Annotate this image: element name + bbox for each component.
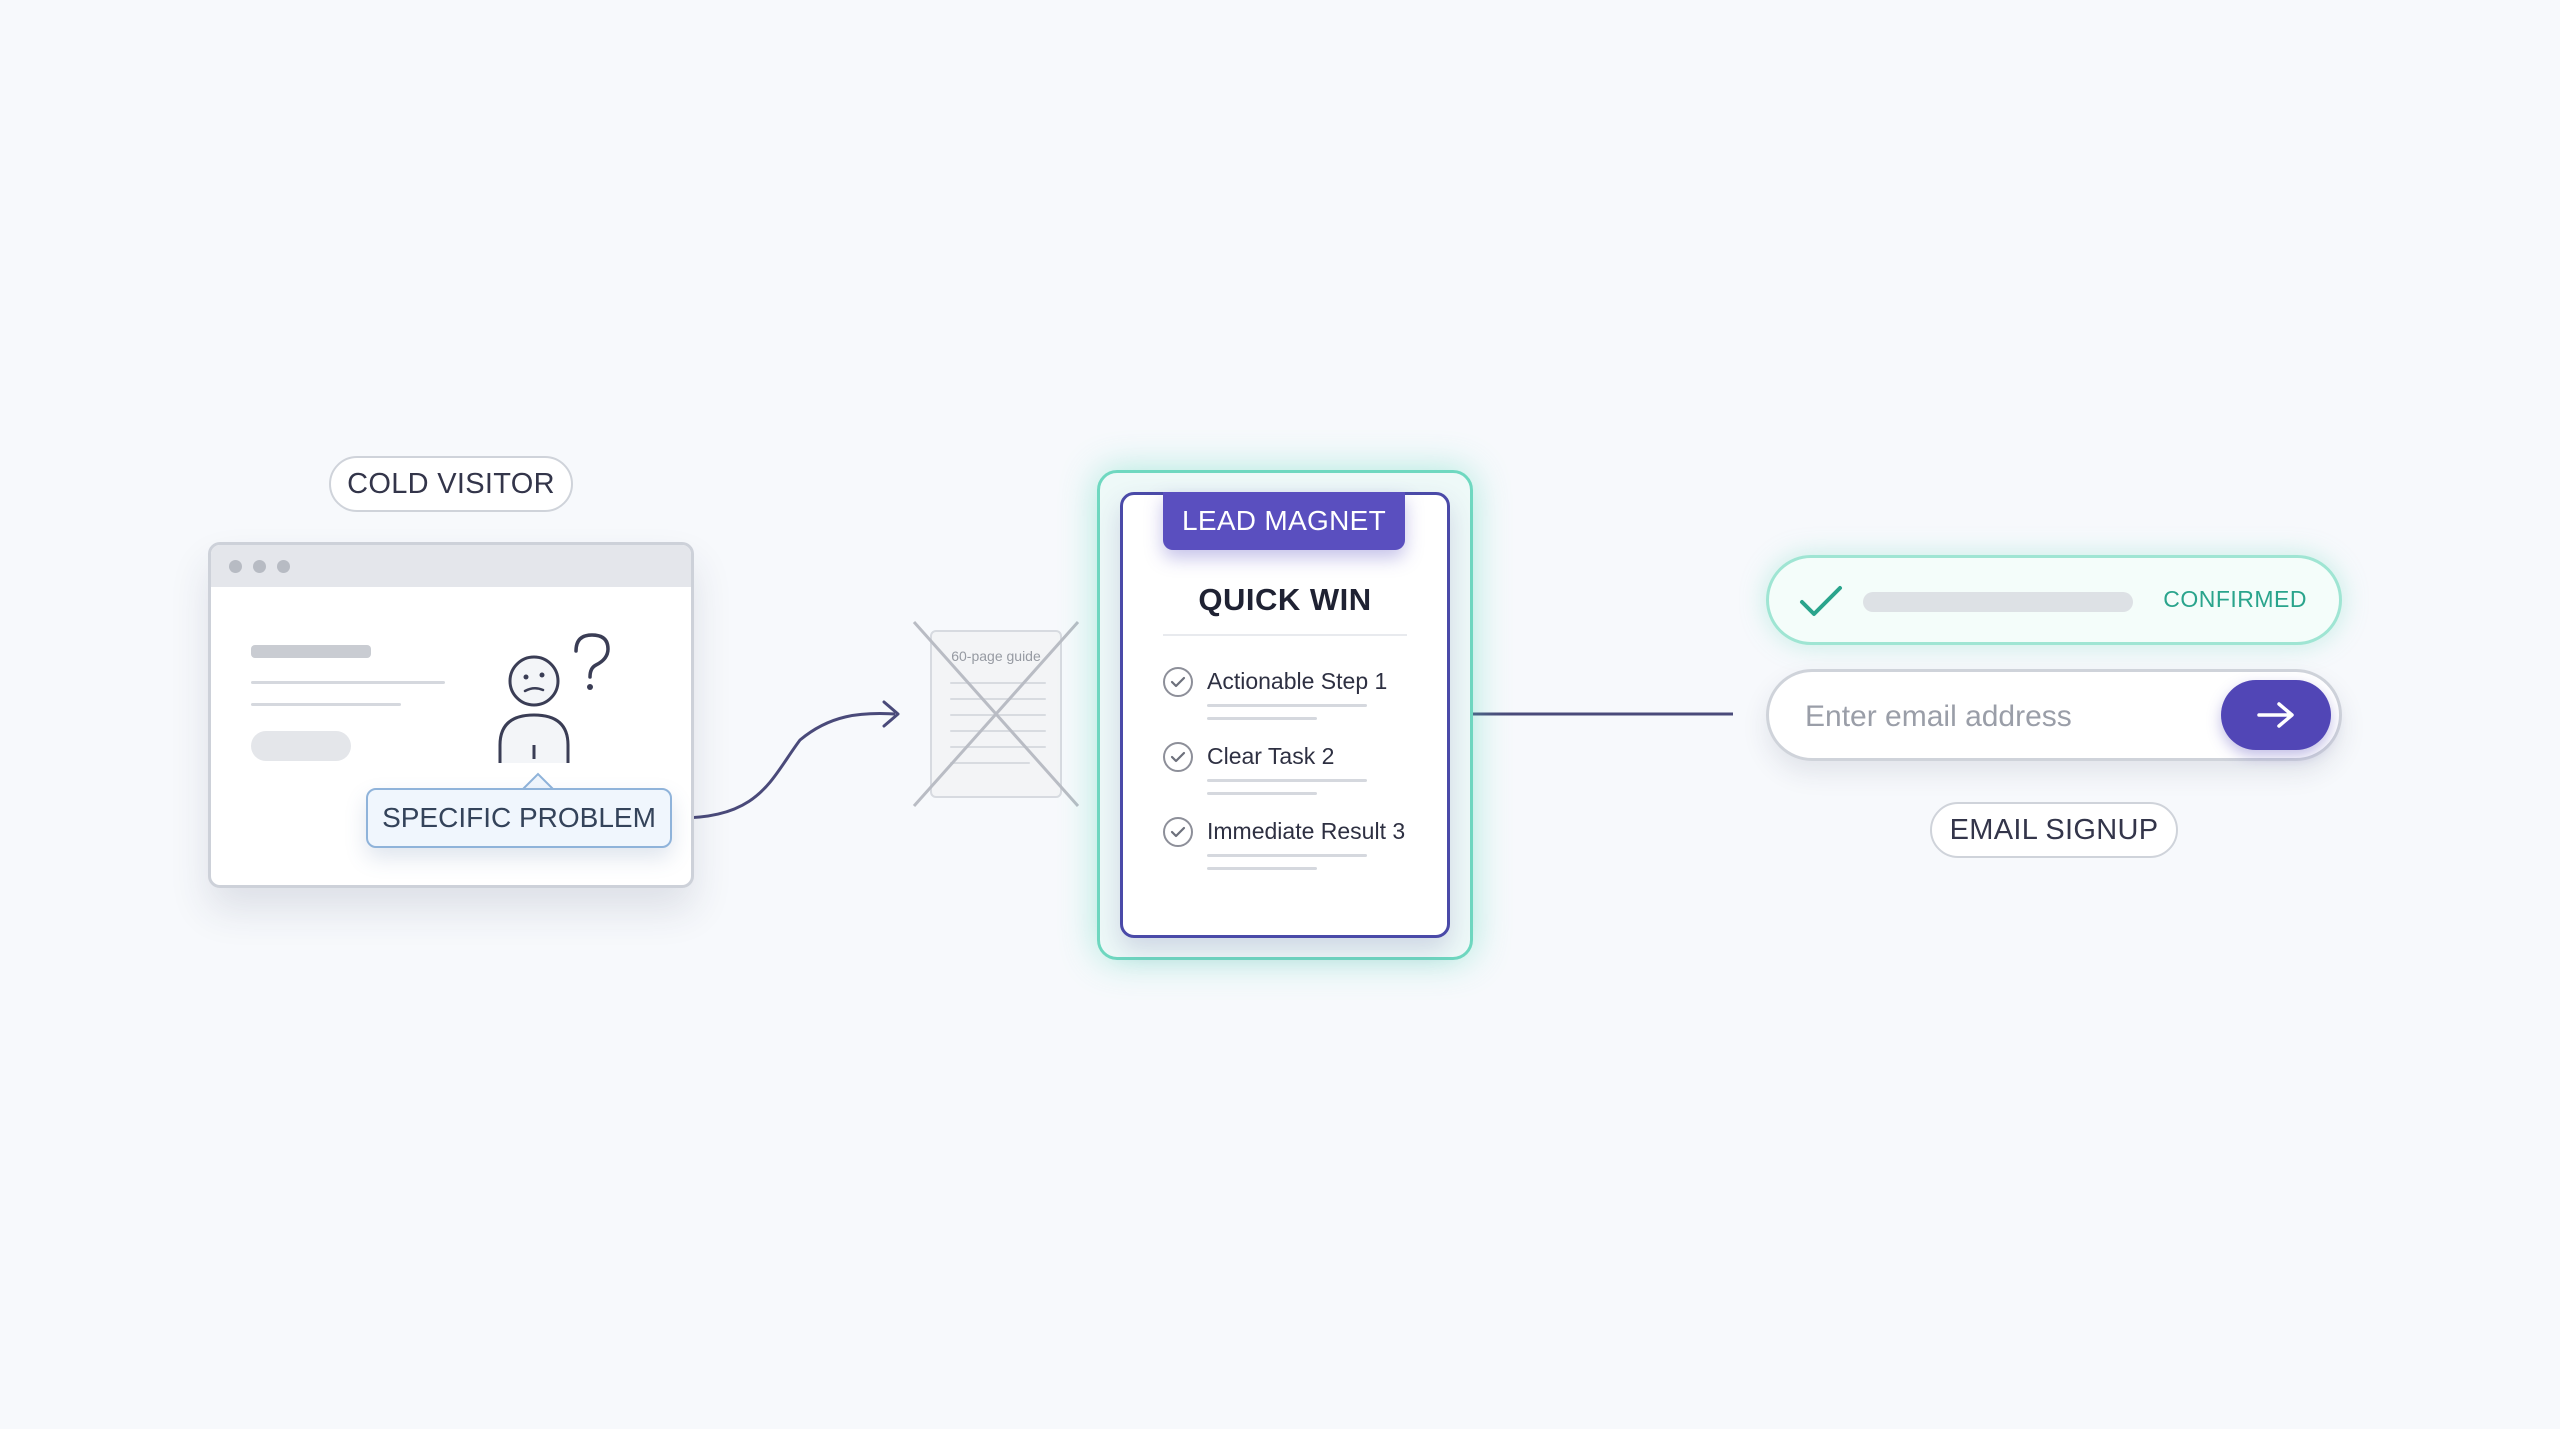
lead-magnet-divider (1163, 634, 1407, 636)
confused-person-icon (498, 633, 610, 763)
confirmed-text: CONFIRMED (2163, 586, 2307, 612)
email-input[interactable] (1803, 696, 2207, 738)
guide-text-line (950, 762, 1030, 764)
check-circle-icon (1163, 817, 1193, 847)
window-dot (277, 560, 290, 573)
window-dot (253, 560, 266, 573)
arrow-right-icon (2257, 702, 2294, 728)
submit-button[interactable] (2221, 680, 2331, 750)
step-underline (1207, 792, 1317, 795)
placeholder-text-line (251, 681, 445, 684)
specific-problem-tag: SPECIFIC PROBLEM (366, 788, 672, 848)
guide-text-line (950, 682, 1046, 684)
check-circle-icon (1163, 742, 1193, 772)
connector-problem-to-guide (671, 712, 896, 820)
confirmed-status: CONFIRMED (1766, 555, 2342, 645)
step-underline (1207, 854, 1367, 857)
step-underline (1207, 867, 1317, 870)
guide-text-line (950, 746, 1046, 748)
confirmed-progress-bar (1863, 592, 2133, 612)
connector-arrowhead (882, 700, 900, 728)
check-circle-icon (1163, 667, 1193, 697)
cold-visitor-label: COLD VISITOR (329, 456, 573, 512)
guide-label: 60-page guide (951, 648, 1041, 664)
step-underline (1207, 779, 1367, 782)
browser-title-bar (211, 545, 691, 587)
problem-tag-pointer (522, 772, 554, 790)
step-label: Actionable Step 1 (1207, 668, 1388, 694)
guide-text-line (950, 730, 1046, 732)
checkmark-icon (1800, 586, 1842, 616)
window-dot (229, 560, 242, 573)
lead-magnet-title: QUICK WIN (1198, 582, 1372, 617)
placeholder-button (251, 731, 351, 761)
placeholder-heading (251, 645, 371, 658)
step-label: Immediate Result 3 (1207, 818, 1406, 844)
step-underline (1207, 717, 1317, 720)
step-label: Clear Task 2 (1207, 743, 1335, 769)
step-underline (1207, 704, 1367, 707)
placeholder-text-line (251, 703, 401, 706)
email-signup-field (1766, 669, 2342, 761)
guide-text-line (950, 698, 1046, 700)
cross-out-icon (912, 621, 1080, 807)
lead-magnet-badge: LEAD MAGNET (1163, 492, 1405, 550)
lead-magnet-card (1120, 492, 1450, 938)
email-signup-label: EMAIL SIGNUP (1930, 802, 2178, 858)
